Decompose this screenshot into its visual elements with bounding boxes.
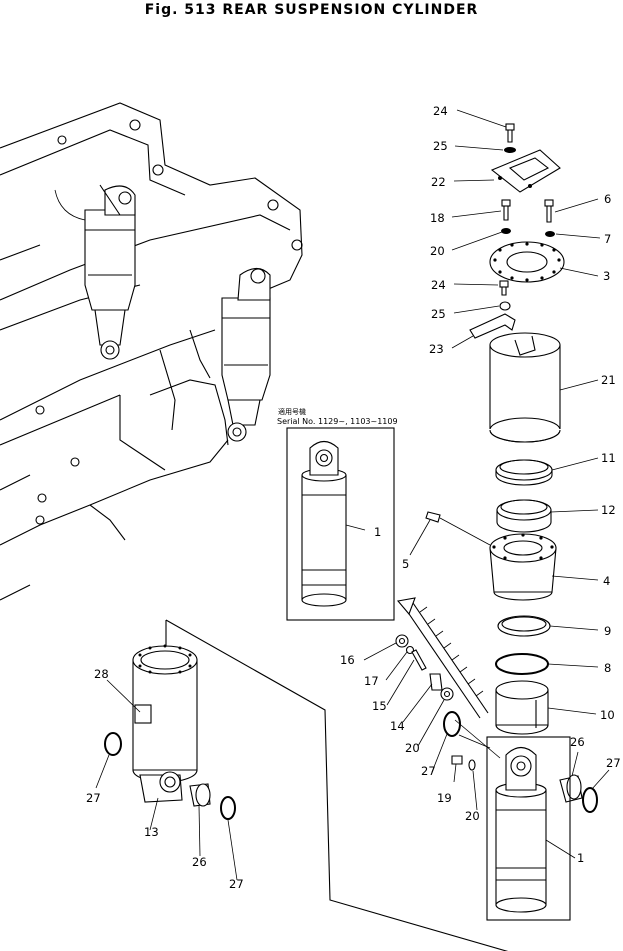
part-16-nut xyxy=(395,634,409,648)
part-7-washer xyxy=(545,231,555,237)
main-cylinder xyxy=(486,736,571,921)
part-19-grease-fitting xyxy=(451,755,463,765)
callout-21: 21 xyxy=(601,373,616,387)
part-27-snap-ring-bottom xyxy=(220,796,236,820)
callout-13: 13 xyxy=(144,825,159,839)
callout-12: 12 xyxy=(601,503,616,517)
part-6-bolt xyxy=(544,199,554,223)
installed-cylinder-left xyxy=(84,184,136,360)
callout-8: 8 xyxy=(604,661,611,675)
callout-23: 23 xyxy=(429,342,444,356)
callout-27: 27 xyxy=(86,791,101,805)
part-26-bushing-left xyxy=(189,783,211,807)
callout-1: 1 xyxy=(577,851,584,865)
callout-15: 15 xyxy=(372,699,387,713)
connector-lines xyxy=(165,619,509,951)
part-3-flange xyxy=(489,241,565,283)
callout-1: 1 xyxy=(374,525,381,539)
callout-24: 24 xyxy=(431,278,446,292)
part-14-fitting xyxy=(429,673,443,691)
serial-note-cn: 適用号機 xyxy=(278,408,306,416)
callout-26: 26 xyxy=(570,735,585,749)
part-23-clip xyxy=(469,313,516,339)
part-12-ring xyxy=(496,499,552,533)
callout-20: 20 xyxy=(405,741,420,755)
part-11-ring xyxy=(495,459,553,486)
part-24-small-bolt xyxy=(499,280,509,296)
exploded-parts xyxy=(395,123,598,813)
callout-19: 19 xyxy=(437,791,452,805)
part-9-ring xyxy=(497,615,551,637)
callout-numbers: 24 25 22 18 20 6 7 3 24 25 23 21 11 12 5… xyxy=(86,104,621,891)
part-27-snap-ring-left xyxy=(104,732,122,756)
part-20-seal xyxy=(440,687,454,701)
part-28-label-plate xyxy=(134,704,152,724)
part-8-o-ring xyxy=(495,653,549,675)
part-15-stud xyxy=(411,649,427,671)
callout-27: 27 xyxy=(421,764,436,778)
part-18-bolt xyxy=(501,199,511,221)
installed-cylinder-right xyxy=(221,267,271,442)
callout-22: 22 xyxy=(431,175,446,189)
callout-10: 10 xyxy=(600,708,615,722)
callout-14: 14 xyxy=(390,719,405,733)
callout-27: 27 xyxy=(229,877,244,891)
part-4-cylinder-head xyxy=(489,533,557,601)
part-22-plate xyxy=(490,149,561,193)
callout-6: 6 xyxy=(604,192,611,206)
leader-lines xyxy=(95,109,610,881)
part-10-sleeve xyxy=(495,680,549,735)
callout-20: 20 xyxy=(465,809,480,823)
callout-9: 9 xyxy=(604,624,611,638)
callout-28: 28 xyxy=(94,667,109,681)
assembly-arrow xyxy=(396,597,489,719)
callout-24: 24 xyxy=(433,104,448,118)
callout-25: 25 xyxy=(431,307,446,321)
part-27-snap-ring xyxy=(443,711,461,737)
serial-variant-inset xyxy=(286,427,395,621)
callout-20: 20 xyxy=(430,244,445,258)
callout-16: 16 xyxy=(340,653,355,667)
callout-7: 7 xyxy=(604,232,611,246)
part-20-small-washer xyxy=(468,759,476,771)
callout-25: 25 xyxy=(433,139,448,153)
part-26-bushing-right xyxy=(559,774,583,803)
callout-11: 11 xyxy=(601,451,616,465)
vehicle-frame xyxy=(0,102,303,601)
serial-note: Serial No. 1129~, 1103~1109 xyxy=(277,417,398,426)
callout-3: 3 xyxy=(603,269,610,283)
part-20-washer xyxy=(501,228,511,234)
part-25-small-washer xyxy=(499,301,511,311)
callout-4: 4 xyxy=(603,574,610,588)
callout-26: 26 xyxy=(192,855,207,869)
part-5-plug xyxy=(425,511,441,523)
callout-17: 17 xyxy=(364,674,379,688)
callout-5: 5 xyxy=(402,557,409,571)
part-21-cover xyxy=(486,332,564,443)
callout-18: 18 xyxy=(430,211,445,225)
callout-27: 27 xyxy=(606,756,621,770)
part-25-washer xyxy=(504,147,516,153)
part-24-bolt xyxy=(505,123,515,143)
figure-title: Fig. 513 REAR SUSPENSION CYLINDER xyxy=(144,2,479,18)
part-13-cylinder xyxy=(132,644,198,803)
part-27-snap-ring-right xyxy=(582,787,598,813)
